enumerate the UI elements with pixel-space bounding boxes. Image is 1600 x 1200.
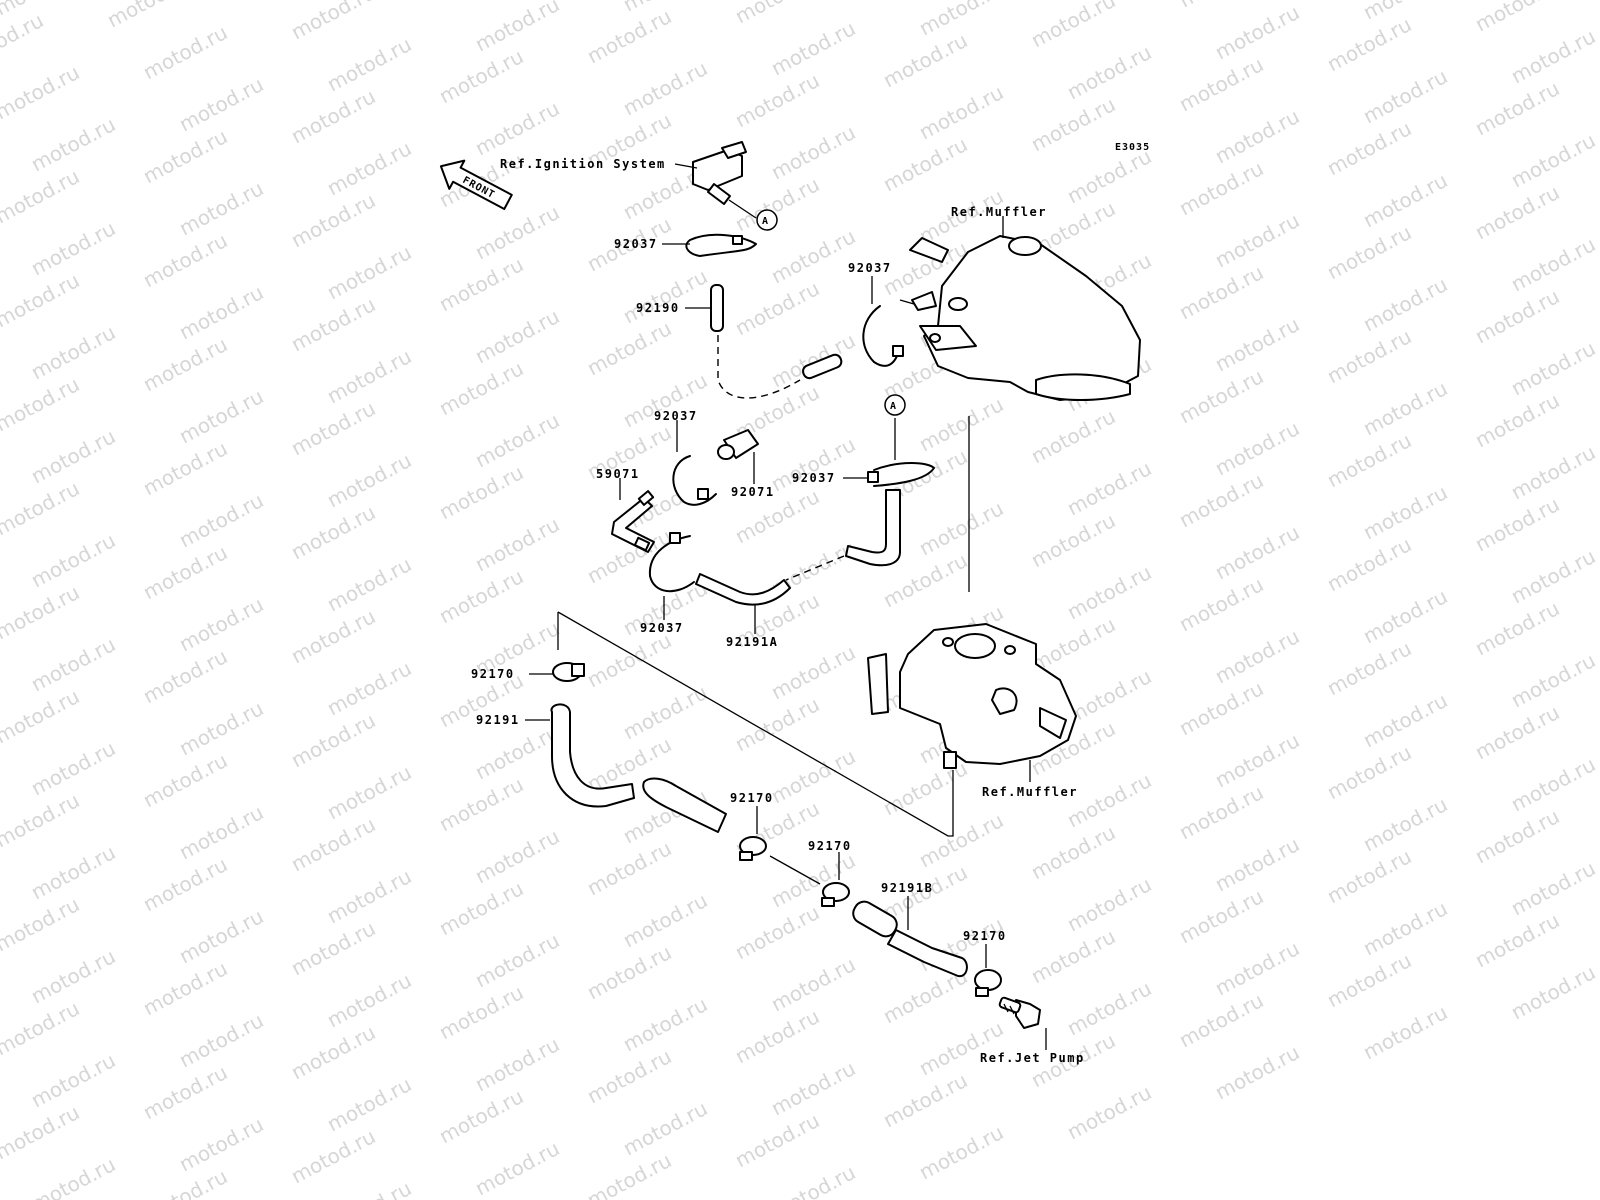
leader-ignition bbox=[674, 163, 698, 169]
watermark-text: motod.ru bbox=[1211, 1040, 1303, 1104]
part-label-92071: 92071 bbox=[731, 485, 775, 499]
diagram-code: E3035 bbox=[1115, 142, 1150, 153]
part-label-92191a: 92191A bbox=[726, 635, 778, 649]
part-label-92037-a: 92037 bbox=[614, 237, 658, 251]
hose-92191a-left bbox=[695, 573, 791, 606]
part-label-92170-c: 92170 bbox=[808, 839, 852, 853]
clamp-92037-top bbox=[685, 233, 757, 257]
watermark-text: motod.ru bbox=[435, 0, 527, 4]
dashed-route-92190 bbox=[717, 335, 801, 399]
watermark-text: motod.ru bbox=[731, 0, 823, 28]
watermark-text: motod.ru bbox=[1027, 0, 1119, 52]
hose-92191-bend bbox=[550, 703, 635, 808]
hose-92191b-long bbox=[887, 929, 968, 978]
watermark-text: motod.ru bbox=[0, 60, 83, 124]
ref-ignition-label: Ref.Ignition System bbox=[500, 157, 666, 171]
part-label-92170-d: 92170 bbox=[963, 929, 1007, 943]
ref-muffler-top-label: Ref.Muffler bbox=[951, 205, 1047, 219]
elbow-59071 bbox=[611, 490, 655, 553]
clamp-92170-mid-2 bbox=[821, 882, 850, 907]
watermark-text: motod.ru bbox=[1507, 960, 1599, 1024]
watermark-text: motod.ru bbox=[103, 0, 195, 32]
muffler-bottom bbox=[867, 623, 1077, 769]
callout-a-upper: A bbox=[756, 209, 778, 231]
clamp-92170-left bbox=[552, 662, 585, 682]
hose-short-upper bbox=[802, 353, 843, 380]
muffler-top bbox=[899, 235, 1141, 401]
part-label-92170-b: 92170 bbox=[730, 791, 774, 805]
hose-92191a-right bbox=[845, 489, 901, 567]
clamp-92170-mid-1 bbox=[739, 836, 767, 861]
part-label-59071: 59071 bbox=[596, 467, 640, 481]
part-label-92037-d: 92037 bbox=[640, 621, 684, 635]
watermark-text: motod.ru bbox=[287, 0, 379, 44]
watermark-text: motod.ru bbox=[1471, 0, 1563, 36]
part-label-92037-b: 92037 bbox=[848, 261, 892, 275]
watermark-text: motod.ru bbox=[0, 0, 83, 20]
ref-jet-pump-label: Ref.Jet Pump bbox=[980, 1051, 1085, 1065]
part-label-92037-e: 92037 bbox=[792, 471, 836, 485]
watermark-text: motod.ru bbox=[915, 1120, 1007, 1184]
watermark-text: motod.ru bbox=[1175, 0, 1267, 12]
svg-text:A: A bbox=[890, 401, 897, 412]
link-line-1 bbox=[769, 855, 821, 885]
jet-pump-fitting bbox=[998, 996, 1041, 1029]
part-label-92191: 92191 bbox=[476, 713, 520, 727]
watermark-text: motod.ru bbox=[323, 1176, 415, 1200]
watermark-text: motod.ru bbox=[1063, 1080, 1155, 1144]
callout-a-lower: A bbox=[884, 394, 906, 416]
watermark-text: motod.ru bbox=[471, 1136, 563, 1200]
clamp-92170-right bbox=[974, 969, 1002, 997]
part-label-92190: 92190 bbox=[636, 301, 680, 315]
watermark-text: motod.ru bbox=[1359, 1000, 1451, 1064]
dashed-route-92191a bbox=[785, 555, 845, 581]
ref-muffler-bottom-label: Ref.Muffler bbox=[982, 785, 1078, 799]
fitting-92071 bbox=[717, 429, 759, 460]
clamp-92037-right bbox=[867, 462, 935, 487]
watermark-text: motod.ru bbox=[27, 1152, 119, 1200]
clamp-92037-lower bbox=[648, 532, 695, 592]
watermark-text: motod.ru bbox=[767, 1160, 859, 1200]
hose-92191-straight bbox=[642, 777, 727, 833]
hose-92190 bbox=[710, 284, 724, 332]
watermark-text: motod.ru bbox=[139, 20, 231, 84]
part-label-92170-a: 92170 bbox=[471, 667, 515, 681]
part-label-92037-c: 92037 bbox=[654, 409, 698, 423]
leader-a-upper bbox=[728, 199, 757, 219]
clamp-92037-muffler bbox=[862, 305, 904, 367]
part-label-92191b: 92191B bbox=[881, 881, 933, 895]
clamp-92037-mid bbox=[672, 455, 717, 506]
group-bracket-lines bbox=[557, 611, 954, 837]
svg-text:A: A bbox=[762, 216, 769, 227]
ignition-connector bbox=[692, 141, 747, 205]
